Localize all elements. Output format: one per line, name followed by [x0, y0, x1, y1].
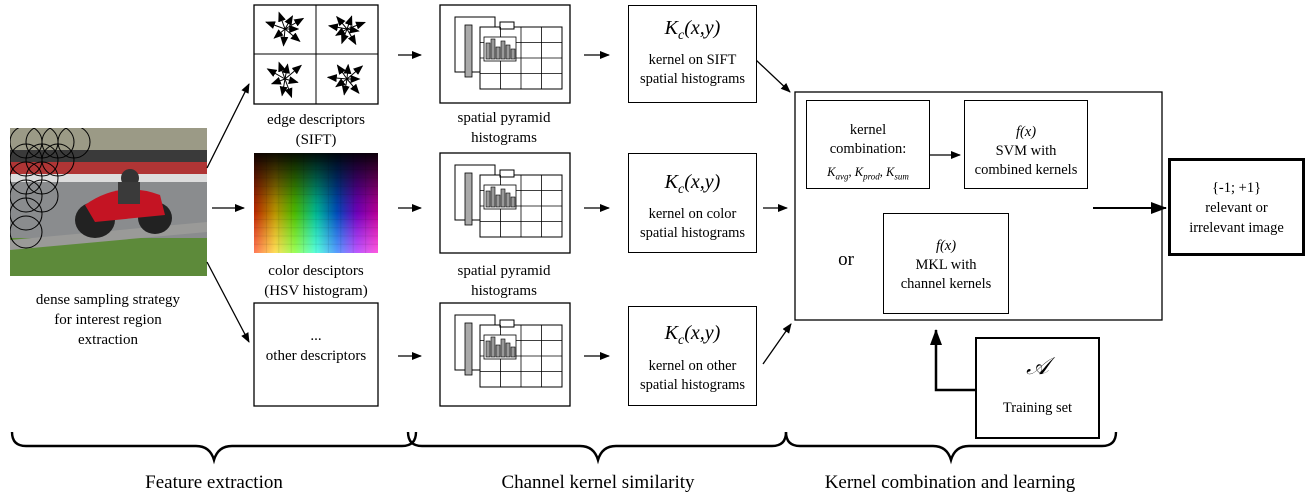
output-line: relevant or	[1205, 200, 1268, 216]
pyramid-icon-color	[439, 152, 571, 254]
color-descriptor-label: color desciptors (HSV histogram)	[240, 261, 392, 301]
sift-gradient-arrow	[336, 64, 348, 80]
sift-gradient-arrow	[279, 78, 288, 97]
sampling-label-line: extraction	[78, 332, 138, 348]
phase-kernel-combination: Kernel combination and learning	[824, 472, 1076, 493]
sift-gradient-arrow	[346, 65, 364, 80]
sampling-label-line: for interest region	[54, 312, 162, 328]
svm-line: SVM with	[995, 143, 1057, 159]
combination-box: kernel combination: Kavg, Kprod, Ksum	[806, 100, 930, 189]
arrow-kernel-sift-to-box	[755, 59, 791, 93]
kernel-desc-line: spatial histograms	[639, 225, 746, 241]
kernel-desc-line: kernel on other	[648, 358, 737, 374]
sift-gradient-arrow	[344, 15, 353, 30]
kernel-symbol: Kc(x,y)	[664, 17, 721, 43]
pyramid-label-color: spatial pyramid histograms	[430, 261, 578, 301]
training-symbol: 𝒜	[1026, 354, 1049, 380]
label-line: (HSV histogram)	[264, 283, 368, 299]
sift-gradient-arrow	[341, 28, 349, 45]
pyramid-icon-other	[439, 302, 571, 407]
arrow-kernel-other-to-box	[762, 323, 792, 365]
pyramid-icon-sift	[439, 4, 571, 104]
sift-gradient-arrow	[278, 11, 286, 30]
kernel-desc-line: spatial histograms	[639, 377, 746, 393]
sift-gradient-arrow	[336, 15, 348, 30]
output-line: {-1; +1}	[1211, 180, 1262, 196]
flow-arrows	[206, 51, 1167, 392]
sampling-label-line: dense sampling strategy	[35, 292, 181, 308]
sift-gradient-arrow	[278, 61, 286, 80]
mkl-line: MKL with	[915, 257, 977, 273]
sift-gradient-arrow	[284, 17, 305, 30]
mkl-fx: f(x)	[935, 238, 957, 254]
combination-title-line: combination:	[829, 141, 907, 157]
output-line: irrelevant image	[1189, 220, 1284, 236]
sift-gradient-arrow	[284, 76, 299, 84]
kernel-desc-line: kernel on color	[648, 206, 737, 222]
sift-gradient-arrow	[346, 28, 357, 46]
other-descriptor-box	[253, 302, 379, 407]
sampling-label: dense sampling strategy for interest reg…	[8, 290, 208, 350]
sampling-circles	[10, 128, 91, 249]
label-line: histograms	[471, 130, 537, 146]
sift-gradient-arrow	[327, 23, 348, 32]
arrow-photo-to-other	[206, 261, 250, 343]
arrow-training-to-box	[930, 329, 975, 392]
combination-title-line: kernel	[849, 122, 887, 138]
sift-gradient-arrow	[326, 74, 348, 83]
sift-gradient-arrow	[284, 78, 293, 99]
label-line: spatial pyramid	[457, 110, 551, 126]
combination-variants: Kavg, Kprod, Ksum	[827, 165, 909, 182]
phase-braces	[10, 431, 1118, 465]
training-label: Training set	[1002, 400, 1073, 416]
sift-gradient-arrow	[266, 68, 286, 80]
sift-gradient-arrow	[346, 78, 360, 94]
sift-gradient-arrow	[335, 27, 348, 36]
kernel-symbol: Kc(x,y)	[664, 171, 721, 197]
sift-gradient-arrow	[284, 28, 301, 43]
sift-gradient-arrow	[273, 28, 286, 39]
label-line: ...	[310, 328, 322, 344]
sift-descriptor-label: edge descriptors (SIFT)	[240, 110, 392, 150]
label-line: spatial pyramid	[457, 263, 551, 279]
sift-gradient-arrow	[346, 21, 366, 30]
sift-gradient-arrow	[346, 25, 360, 34]
sift-descriptor-image	[253, 4, 379, 105]
phase-feature-extraction: Feature extraction	[145, 472, 283, 493]
svm-fx: f(x)	[1015, 124, 1037, 140]
sift-gradient-arrow	[270, 76, 286, 85]
kernel-desc-line: kernel on SIFT	[648, 52, 737, 68]
label-line: color desciptors	[268, 263, 364, 279]
sift-gradient-arrow	[284, 15, 293, 30]
label-line: other descriptors	[265, 348, 367, 364]
sift-gradient-arrow	[284, 64, 302, 80]
training-box: 𝒜 Training set	[975, 337, 1100, 439]
kernel-box-other: Kc(x,y) kernel on other spatial histogra…	[628, 306, 757, 406]
kernel-symbol: Kc(x,y)	[664, 322, 721, 348]
mkl-line: channel kernels	[900, 276, 992, 292]
sift-gradient-arrow	[280, 28, 289, 47]
sift-gradient-arrow	[335, 78, 348, 88]
output-box: {-1; +1} relevant or irrelevant image	[1168, 158, 1305, 256]
label-line: (SIFT)	[295, 132, 337, 148]
label-line: edge descriptors	[267, 112, 365, 128]
color-histogram-image	[254, 153, 378, 253]
phase-channel-kernel: Channel kernel similarity	[501, 472, 695, 493]
label-line: histograms	[471, 283, 537, 299]
or-label: or	[838, 249, 854, 270]
svm-line: combined kernels	[974, 162, 1078, 178]
mkl-box: f(x) MKL with channel kernels	[883, 213, 1009, 314]
sift-gradient-arrow	[282, 63, 290, 80]
other-descriptor-label: ... other descriptors	[254, 326, 378, 366]
pyramid-label-sift: spatial pyramid histograms	[430, 108, 578, 148]
kernel-box-sift: Kc(x,y) kernel on SIFT spatial histogram…	[628, 5, 757, 103]
sift-gradient-arrow	[343, 63, 352, 80]
kernel-box-color: Kc(x,y) kernel on color spatial histogra…	[628, 153, 757, 253]
kernel-desc-line: spatial histograms	[639, 71, 746, 87]
sift-gradient-arrow	[265, 21, 286, 30]
svm-box: f(x) SVM with combined kernels	[964, 100, 1088, 189]
arrow-photo-to-sift	[206, 83, 250, 169]
